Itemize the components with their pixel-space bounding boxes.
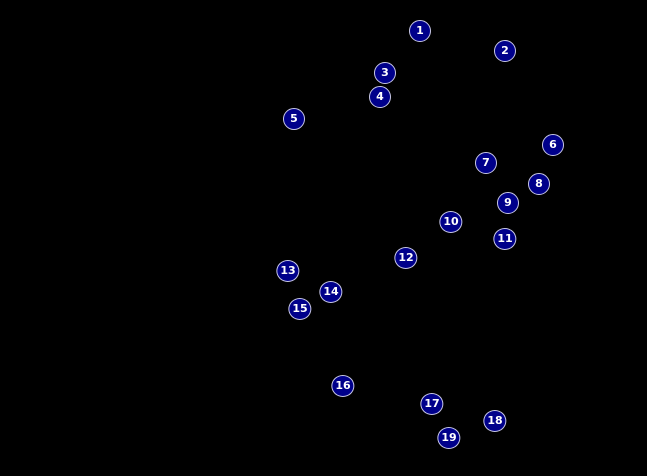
element-marker-2[interactable]: 2 [494,40,516,62]
element-marker-18[interactable]: 18 [483,410,507,432]
element-marker-1[interactable]: 1 [409,20,431,42]
element-marker-19[interactable]: 19 [437,427,461,449]
element-marker-7[interactable]: 7 [475,152,497,174]
element-marker-9[interactable]: 9 [497,192,519,214]
element-marker-16[interactable]: 16 [331,375,355,397]
element-marker-8[interactable]: 8 [528,173,550,195]
element-marker-10[interactable]: 10 [439,211,463,233]
element-marker-5[interactable]: 5 [283,108,305,130]
element-marker-12[interactable]: 12 [394,247,418,269]
element-marker-13[interactable]: 13 [276,260,300,282]
element-marker-3[interactable]: 3 [374,62,396,84]
element-marker-6[interactable]: 6 [542,134,564,156]
element-marker-11[interactable]: 11 [493,228,517,250]
element-marker-15[interactable]: 15 [288,298,312,320]
element-marker-4[interactable]: 4 [369,86,391,108]
element-marker-17[interactable]: 17 [420,393,444,415]
element-marker-14[interactable]: 14 [319,281,343,303]
